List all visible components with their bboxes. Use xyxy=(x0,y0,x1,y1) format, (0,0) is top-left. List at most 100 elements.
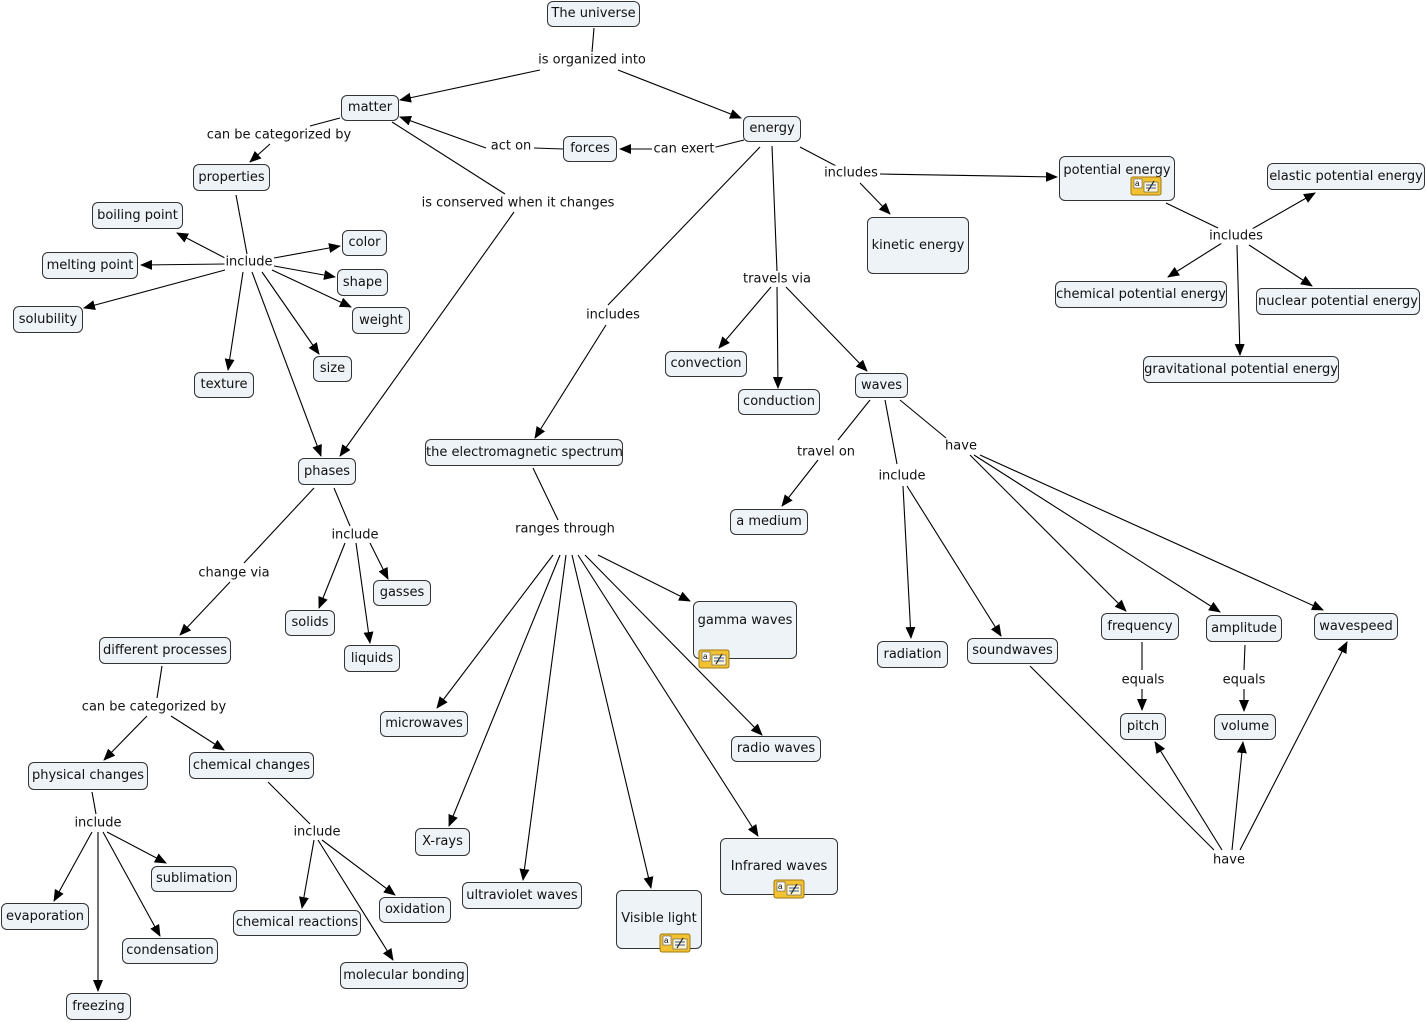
concept-label: chemical potential energy xyxy=(1056,287,1226,302)
notes-resource-icon[interactable]: a xyxy=(659,933,691,953)
concept-conduction[interactable]: conduction xyxy=(738,389,820,415)
concept-molecular-bonding[interactable]: molecular bonding xyxy=(340,962,468,989)
concept-kinetic-energy[interactable]: kinetic energy xyxy=(867,217,969,274)
link-label-is-organized-into: is organized into xyxy=(537,52,647,68)
concept-label: weight xyxy=(359,313,403,328)
concept-x-rays[interactable]: X-rays xyxy=(415,828,470,856)
concept-sublimation[interactable]: sublimation xyxy=(151,866,237,892)
concept-label: shape xyxy=(342,275,383,290)
concept-label: potential energy xyxy=(1063,163,1171,178)
concept-label: Visible light xyxy=(621,911,697,926)
concept-gravitational-potential-energy[interactable]: gravitational potential energy xyxy=(1143,356,1339,383)
concept-matter[interactable]: matter xyxy=(341,95,399,121)
concept-radiation[interactable]: radiation xyxy=(877,641,948,668)
concept-label: waves xyxy=(860,378,903,393)
concept-gasses[interactable]: gasses xyxy=(373,580,431,606)
concept-label: conduction xyxy=(743,394,815,409)
concept-volume[interactable]: volume xyxy=(1214,714,1276,740)
concept-nuclear-potential-energy[interactable]: nuclear potential energy xyxy=(1256,288,1420,315)
concept-label: energy xyxy=(749,121,795,136)
concept-label: volume xyxy=(1220,719,1270,734)
concept-frequency[interactable]: frequency xyxy=(1101,613,1179,640)
link-label-change-via: change via xyxy=(197,565,271,581)
concept-label: wavespeed xyxy=(1319,619,1393,634)
concept-label: a medium xyxy=(736,514,802,529)
concept-label: pitch xyxy=(1126,719,1160,734)
concept-label: liquids xyxy=(350,651,394,666)
concept-properties[interactable]: properties xyxy=(193,164,270,191)
concept-microwaves[interactable]: microwaves xyxy=(380,711,468,737)
concept-solids[interactable]: solids xyxy=(285,610,335,636)
concept-chemical-changes[interactable]: chemical changes xyxy=(189,752,314,779)
concept-freezing[interactable]: freezing xyxy=(66,993,131,1020)
concept-pitch[interactable]: pitch xyxy=(1120,713,1166,740)
concept-label: chemical reactions xyxy=(235,915,359,930)
concept-different-processes[interactable]: different processes xyxy=(99,637,231,664)
concept-physical-changes[interactable]: physical changes xyxy=(28,762,148,790)
link-label-can-be-categorized-by: can be categorized by xyxy=(205,127,353,143)
concept-shape[interactable]: shape xyxy=(337,269,388,296)
concept-label: gamma waves xyxy=(697,613,793,628)
concept-label: kinetic energy xyxy=(871,238,965,253)
concept-soundwaves[interactable]: soundwaves xyxy=(967,638,1058,664)
concept-the-universe[interactable]: The universe xyxy=(547,1,640,27)
concept-label: frequency xyxy=(1107,619,1173,634)
concept-oxidation[interactable]: oxidation xyxy=(379,897,451,923)
concept-label: microwaves xyxy=(385,716,463,731)
concept-label: freezing xyxy=(72,999,125,1014)
concept-a-medium[interactable]: a medium xyxy=(730,509,808,535)
concept-texture[interactable]: texture xyxy=(194,372,254,398)
concept-label: chemical changes xyxy=(192,758,311,773)
concept-label: gravitational potential energy xyxy=(1144,362,1338,377)
concept-forces[interactable]: forces xyxy=(563,136,617,162)
concept-label: matter xyxy=(347,100,393,115)
concept-ultraviolet-waves[interactable]: ultraviolet waves xyxy=(462,882,582,909)
concept-condensation[interactable]: condensation xyxy=(122,938,218,964)
concept-label: The universe xyxy=(551,6,636,21)
concept-label: different processes xyxy=(102,643,228,658)
notes-resource-icon[interactable]: a xyxy=(773,879,805,899)
concept-elastic-potential-energy[interactable]: elastic potential energy xyxy=(1267,163,1425,190)
concept-phases[interactable]: phases xyxy=(298,458,356,485)
svg-text:a: a xyxy=(664,936,669,945)
concept-melting-point[interactable]: melting point xyxy=(42,252,138,279)
notes-resource-icon[interactable]: a xyxy=(698,649,730,669)
concept-evaporation[interactable]: evaporation xyxy=(1,903,89,930)
svg-text:a: a xyxy=(1135,179,1140,188)
link-label-can-exert: can exert xyxy=(652,141,716,157)
link-label-travel-on: travel on xyxy=(795,444,857,460)
concept-electromagnetic-spectrum[interactable]: the electromagnetic spectrum xyxy=(425,439,623,466)
concept-label: Infrared waves xyxy=(730,859,828,874)
link-label-equals-pitch: equals xyxy=(1120,672,1166,688)
concept-amplitude[interactable]: amplitude xyxy=(1206,615,1282,642)
link-label-travels-via: travels via xyxy=(742,271,812,287)
concept-gamma-waves[interactable]: gamma waves xyxy=(693,601,797,659)
concept-label: convection xyxy=(670,356,742,371)
link-label-include-waves: include xyxy=(877,468,927,484)
concept-waves[interactable]: waves xyxy=(855,373,908,398)
concept-chemical-potential-energy[interactable]: chemical potential energy xyxy=(1055,281,1227,308)
concept-weight[interactable]: weight xyxy=(352,307,410,334)
notes-resource-icon[interactable]: a xyxy=(1130,176,1162,196)
concept-label: texture xyxy=(200,377,248,392)
concept-boiling-point[interactable]: boiling point xyxy=(92,202,183,229)
link-label-include-properties: include xyxy=(224,254,274,270)
concept-convection[interactable]: convection xyxy=(665,351,747,377)
concept-size[interactable]: size xyxy=(313,356,352,382)
concept-label: gasses xyxy=(379,585,425,600)
concept-chemical-reactions[interactable]: chemical reactions xyxy=(233,910,361,936)
concept-solubility[interactable]: solubility xyxy=(13,306,83,333)
concept-radio-waves[interactable]: radio waves xyxy=(731,736,821,762)
concept-energy[interactable]: energy xyxy=(743,116,801,142)
link-label-can-be-categorized-by-2: can be categorized by xyxy=(80,699,228,715)
concept-wavespeed[interactable]: wavespeed xyxy=(1314,613,1398,640)
concept-liquids[interactable]: liquids xyxy=(344,645,400,672)
concept-label: radio waves xyxy=(736,741,816,756)
link-label-include-physical: include xyxy=(73,815,123,831)
concept-label: color xyxy=(348,235,381,250)
svg-text:a: a xyxy=(703,652,708,661)
concept-color[interactable]: color xyxy=(342,230,387,256)
concept-label: solubility xyxy=(18,312,78,327)
concept-label: radiation xyxy=(883,647,942,662)
